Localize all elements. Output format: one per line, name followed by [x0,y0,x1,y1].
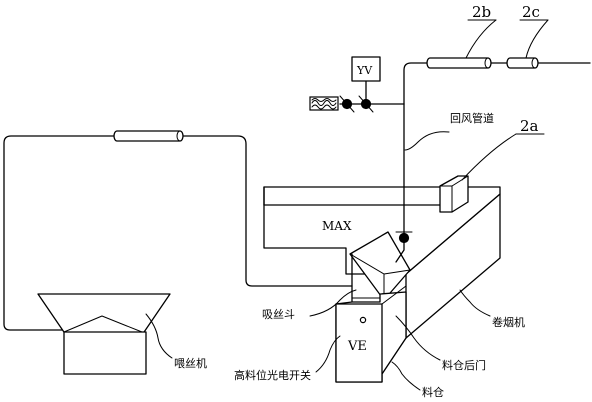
high-level-photoelectric-switch-label: 高料位光电开关 [234,368,311,382]
filter-element-icon [309,96,339,111]
conveying-pipe-loop [3,135,353,331]
suction-valve-icon [398,232,410,244]
cigarette-maker-label: 卷烟机 [492,315,525,329]
unit-2a-box [439,175,469,213]
ve-label: VE [347,339,367,354]
leader-lines [145,19,549,391]
ref-label-2c: 2c [522,3,540,21]
duct-section-2c [506,57,539,69]
bin-rear-door-label: 料仓后门 [442,358,486,372]
high-level-photoelectric-switch-dot [359,316,367,324]
ref-label-2a: 2a [520,117,539,135]
suction-hopper-label: 吸丝斗 [262,308,295,321]
yv-valve-branch [339,56,405,113]
max-label: MAX [322,219,352,233]
yv-valve-box [351,56,381,82]
bin-label: 料仓 [422,385,444,399]
feeder-label: 喂丝机 [174,356,207,370]
ref-label-2b: 2b [472,3,491,21]
feeder-machine [37,293,171,375]
inline-pipe-section-left [113,130,184,142]
suction-pipe [395,231,413,263]
material-bin [335,253,407,383]
yv-label: YV [356,64,373,77]
suction-hopper [349,231,411,301]
return-air-duct-label: 回风管道 [450,111,494,125]
duct-section-2b [426,57,492,69]
